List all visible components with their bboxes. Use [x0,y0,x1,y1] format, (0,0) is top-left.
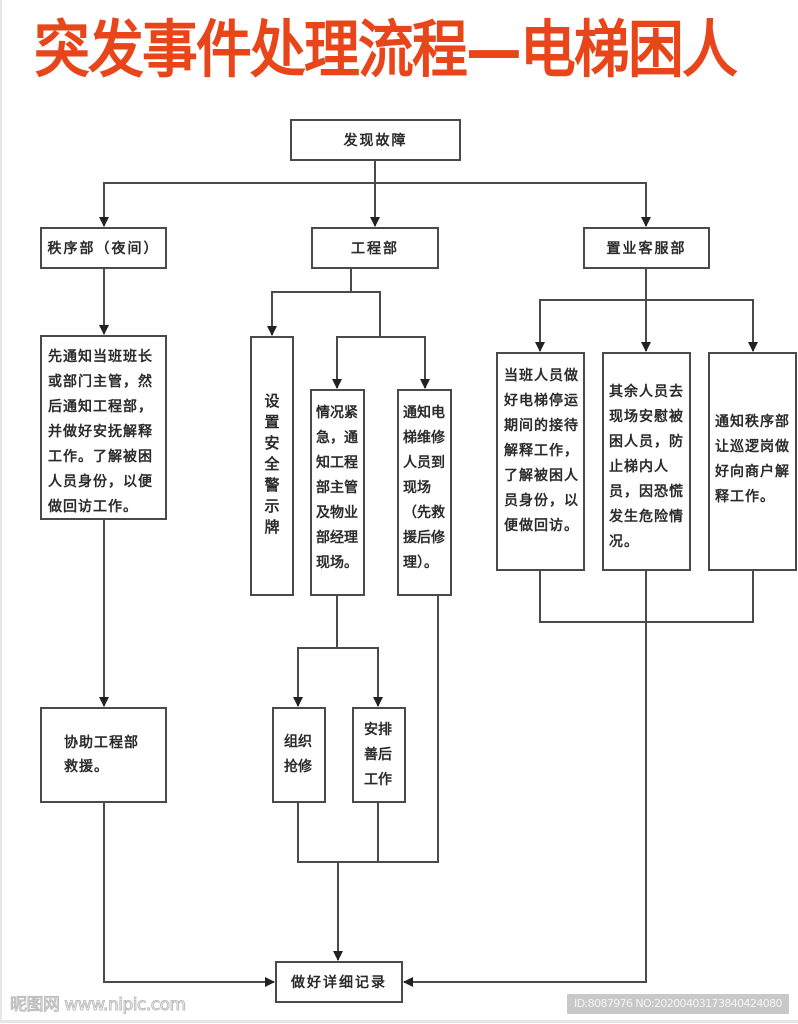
node-warning-sign: 设置安全警示牌 [250,336,294,596]
node-arrange-aftermath: 安排善后工作 [352,707,406,803]
connector [297,595,439,863]
node-notify-security-patrol: 通知秩序部让巡逻岗做好向商户解释工作。 [708,352,797,571]
watermark-site: 昵图网 www.nipic.com [10,995,187,1016]
connector [297,647,379,706]
connector [403,622,647,987]
connector [271,291,381,337]
flowchart-title: 突发事件处理流程—电梯困人 [34,13,738,86]
node-security-assist: 协助工程部救援。 [40,707,167,803]
node-detailed-record: 做好详细记录 [275,961,403,1003]
node-engineering-dept: 工程部 [311,227,439,269]
node-notify-repair-staff: 通知电梯维修人员到现场（先救援后修理）。 [397,389,452,596]
node-other-staff-comfort: 其余人员去现场安慰被困人员，防止梯内人员，因恐慌发生危险情况。 [602,352,691,571]
connector [103,802,275,987]
node-discover-fault: 发现故障 [290,119,461,161]
watermark-id: ID:8087976 NO:20200403173840424080 [567,994,789,1014]
node-emergency-notify: 情况紧急，通知工程部主管及物业部经理现场。 [310,389,365,596]
node-customer-service-dept: 置业客服部 [583,227,710,269]
node-security-notify: 先通知当班班长或部门主管，然后通知工程部，并做好安抚解释工作。了解被困人员身份，… [40,335,167,520]
node-security-dept: 秩序部（夜间） [40,227,167,269]
node-duty-staff-reception: 当班人员做好电梯停运期间的接待解释工作，了解被困人员身份，以便做回访。 [496,352,585,571]
connector [336,336,426,388]
node-organize-repair: 组织抢修 [272,707,326,803]
